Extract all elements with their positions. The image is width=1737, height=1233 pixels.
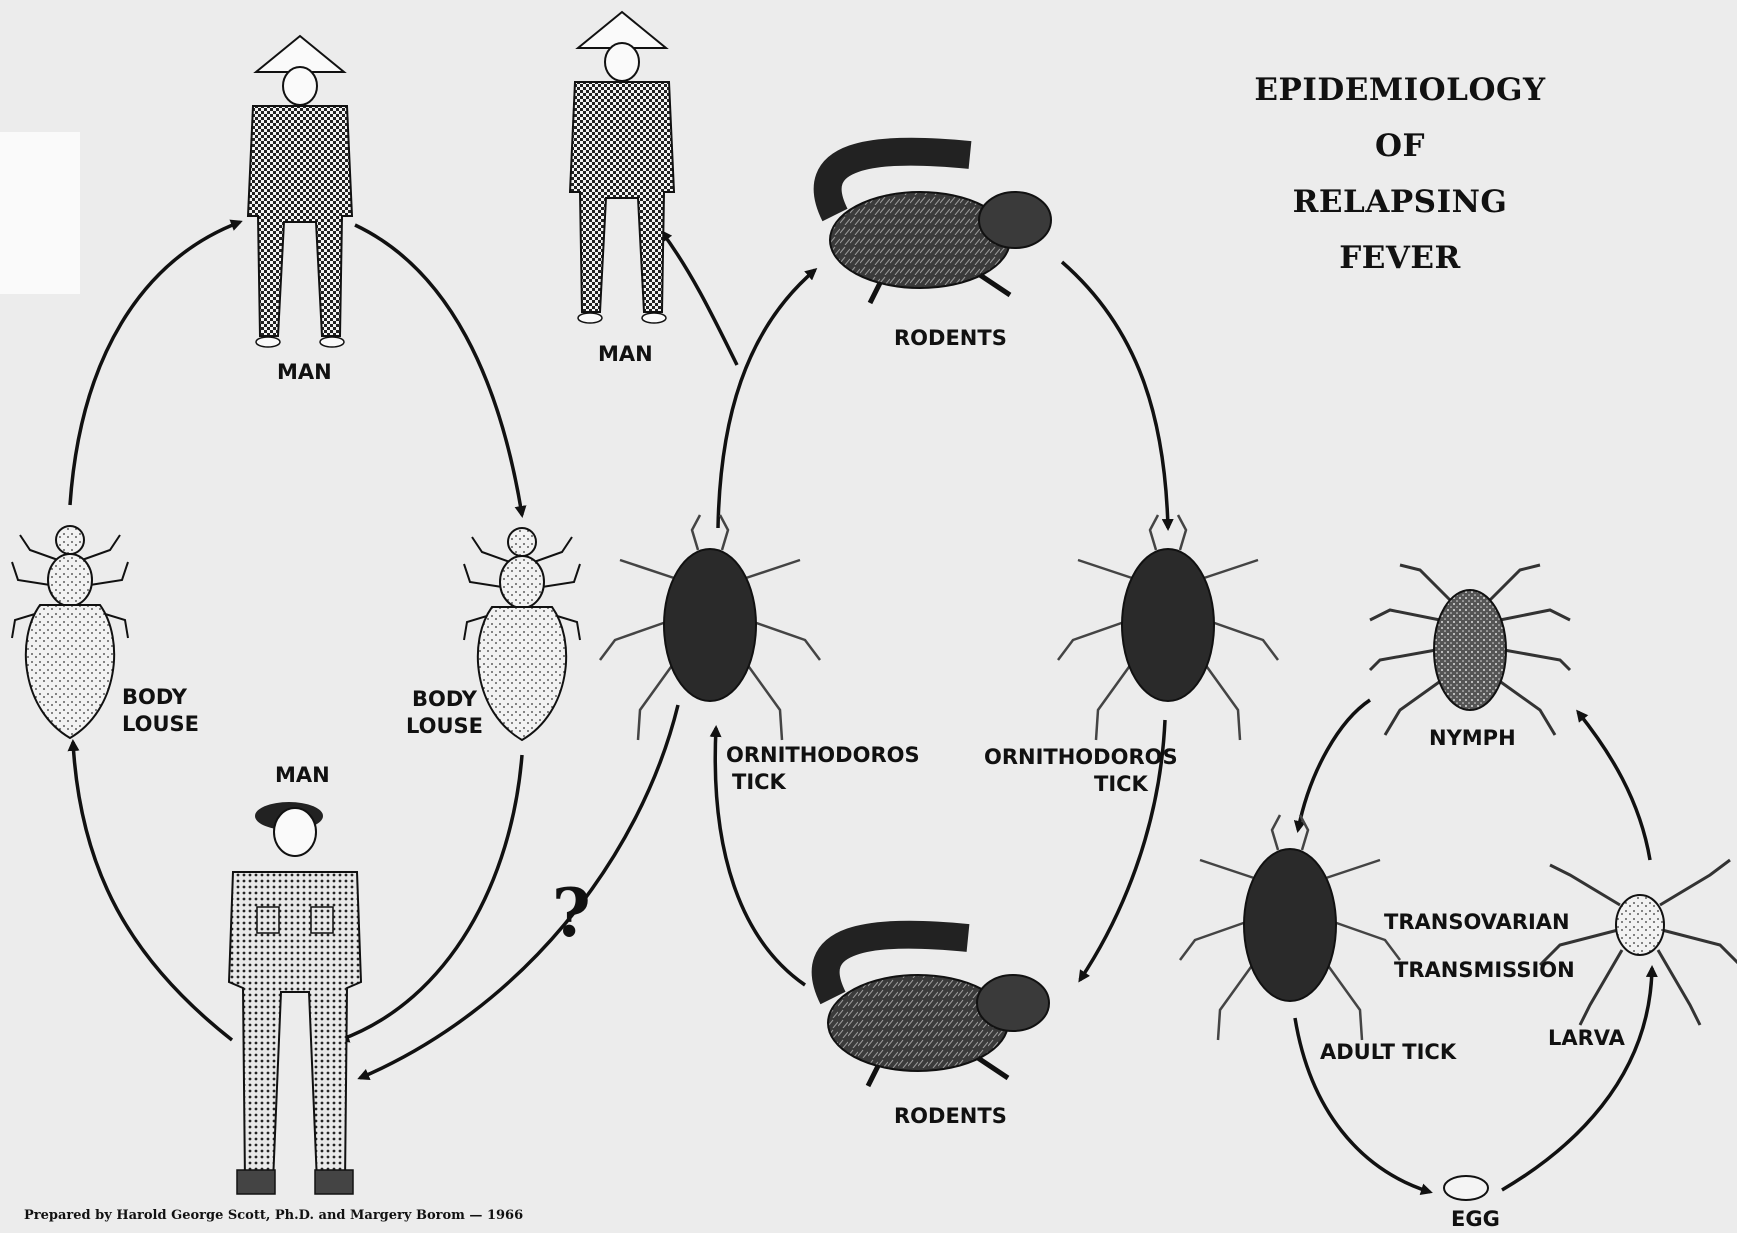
label-body-louse-right: BODY LOUSE [406,686,483,740]
arrow-tick-to-man-top-middle [662,232,737,365]
label-nymph: NYMPH [1429,725,1516,752]
title-line-1: EPIDEMIOLOGY [1180,62,1620,118]
label-ornithodoros-left-2: TICK [726,769,920,796]
label-rodents-bottom: RODENTS [894,1103,1007,1130]
arrow-nymph-to-adult [1298,700,1370,830]
label-rodents-top: RODENTS [894,325,1007,352]
man-top-middle [570,12,674,323]
title-line-2: OF [1180,118,1620,174]
arrow-egg-to-larva [1502,968,1652,1190]
question-mark: ? [552,880,591,946]
label-egg: EGG [1451,1206,1500,1233]
label-body-louse-right-1: BODY [406,686,483,713]
arrow-man-bottom-to-louse-left [73,742,232,1040]
label-body-louse-right-2: LOUSE [406,713,483,740]
title-line-4: FEVER [1180,230,1620,286]
adult-tick [1180,815,1400,1040]
label-body-louse-left-2: LOUSE [122,711,199,738]
arrow-louse-right-to-man-bottom [340,755,522,1040]
credit-line: Prepared by Harold George Scott, Ph.D. a… [24,1208,523,1223]
label-transmission: TRANSMISSION [1384,946,1575,994]
rodent-top [828,152,1051,303]
diagram-title: EPIDEMIOLOGY OF RELAPSING FEVER [1180,62,1620,286]
label-ornithodoros-tick-right: ORNITHODOROS TICK [984,744,1178,798]
arrow-man-top-to-louse-right [355,225,522,515]
label-ornithodoros-tick-left: ORNITHODOROS TICK [726,742,920,796]
arrow-louse-to-man-top [70,222,240,505]
label-body-louse-left-1: BODY [122,684,199,711]
label-adult-tick: ADULT TICK [1320,1039,1456,1066]
man-bottom-soldier [229,802,361,1194]
label-man-top-middle: MAN [598,341,653,368]
label-larva: LARVA [1548,1025,1625,1052]
label-transovarian-transmission: TRANSOVARIAN TRANSMISSION [1384,898,1575,994]
title-line-3: RELAPSING [1180,174,1620,230]
man-top-left [248,36,352,347]
arrow-rodent-top-to-tick-right [1062,262,1168,528]
label-transovarian: TRANSOVARIAN [1384,898,1575,946]
nymph [1370,565,1570,735]
body-louse-left [12,526,128,738]
ornithodoros-tick-right [1058,515,1278,740]
label-man-top-left: MAN [277,359,332,386]
label-body-louse-left: BODY LOUSE [122,684,199,738]
ornithodoros-tick-left [600,515,820,740]
label-ornithodoros-left-1: ORNITHODOROS [726,742,920,769]
egg [1444,1176,1488,1200]
label-ornithodoros-right-2: TICK [984,771,1178,798]
arrow-larva-to-nymph [1578,712,1650,860]
arrow-tick-to-man-bottom [360,705,678,1078]
rodent-bottom [826,935,1049,1086]
label-man-bottom: MAN [275,762,330,789]
label-ornithodoros-right-1: ORNITHODOROS [984,744,1178,771]
arrow-tick-to-rodent-top [718,270,815,528]
